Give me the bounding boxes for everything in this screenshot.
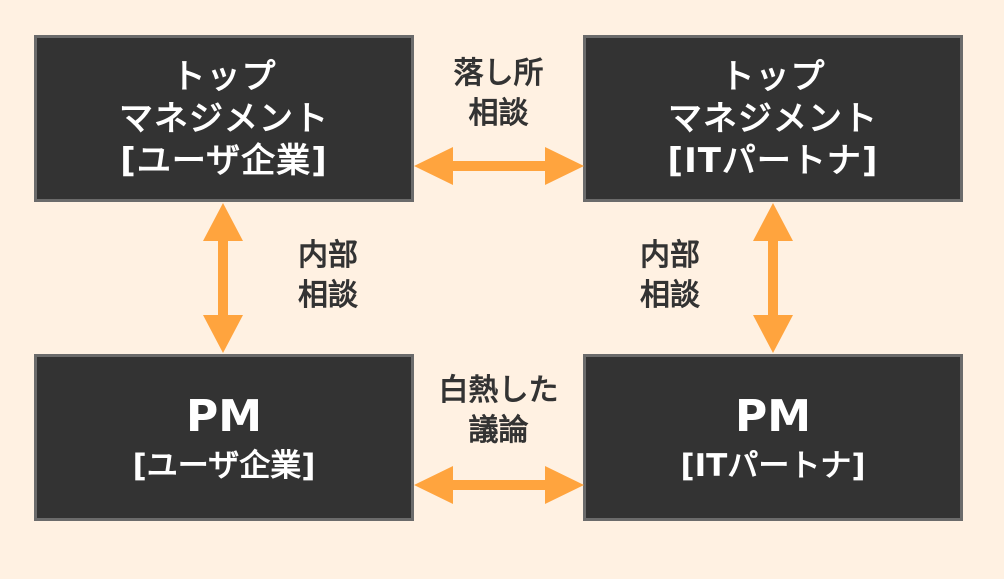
node-top-management-user: トップ マネジメント [ユーザ企業] <box>34 35 414 202</box>
edge-label-line-2: 相談 <box>298 278 358 313</box>
node-org: [ユーザ企業] <box>132 447 316 484</box>
node-top-management-it: トップ マネジメント [ITパートナ] <box>583 35 963 202</box>
edge-label-right: 内部 相談 <box>620 236 720 316</box>
edge-label-line-1: 白熱した <box>438 373 559 408</box>
node-org: [ユーザ企業] <box>120 140 328 181</box>
double-arrow-vertical-left <box>203 203 243 353</box>
double-arrow-horizontal-top <box>414 147 584 185</box>
node-title: PM <box>185 390 263 442</box>
node-pm-user: PM [ユーザ企業] <box>34 354 414 521</box>
edge-label-line-1: 内部 <box>640 238 700 273</box>
edge-label-line-2: 相談 <box>468 96 529 131</box>
edge-label-line-1: 落し所 <box>453 56 544 91</box>
node-title-line-1: トップ <box>171 56 277 97</box>
node-title-line-2: マネジメント <box>119 98 329 139</box>
double-arrow-vertical-right <box>753 203 793 353</box>
node-org: [ITパートナ] <box>667 140 879 181</box>
double-arrow-horizontal-bottom <box>414 466 584 504</box>
node-org: [ITパートナ] <box>680 447 866 484</box>
node-title-line-1: トップ <box>720 56 826 97</box>
edge-label-left: 内部 相談 <box>278 236 378 316</box>
node-pm-it: PM [ITパートナ] <box>583 354 963 521</box>
edge-label-bottom: 白熱した 議論 <box>414 371 583 451</box>
edge-label-line-2: 相談 <box>640 278 700 313</box>
edge-label-top: 落し所 相談 <box>414 54 583 134</box>
edge-label-line-2: 議論 <box>468 413 529 448</box>
node-title-line-2: マネジメント <box>668 98 878 139</box>
node-title: PM <box>734 390 812 442</box>
edge-label-line-1: 内部 <box>298 238 358 273</box>
